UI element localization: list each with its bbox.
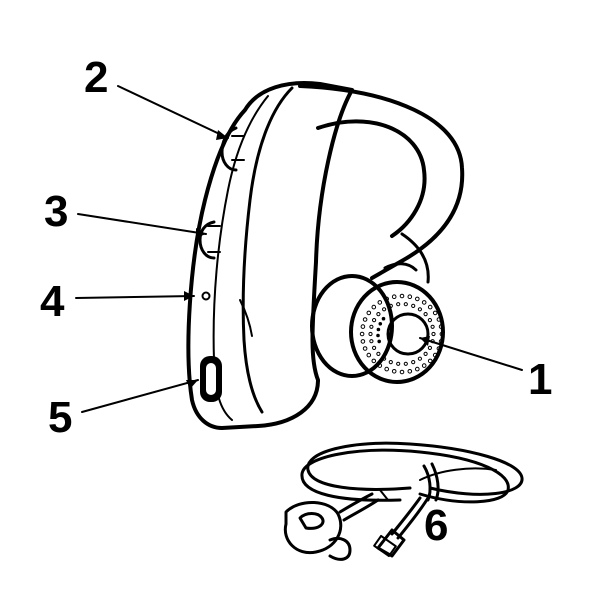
grille-dot: [388, 303, 393, 308]
indicator-light: [201, 291, 211, 301]
grille-dot-filled: [377, 339, 382, 344]
callout-3: 3: [44, 187, 68, 236]
grille-dot: [371, 304, 377, 310]
grille-dot: [377, 363, 383, 368]
grille-dot: [427, 304, 433, 310]
grille-dot: [388, 360, 393, 365]
charging-cable: [300, 441, 524, 558]
grille-dot: [436, 317, 442, 322]
grille-dot: [427, 318, 432, 323]
speaker-grille-dots: [359, 293, 445, 375]
grille-dot: [362, 317, 368, 322]
grille-dot: [421, 363, 427, 368]
grille-dot: [417, 356, 422, 361]
callout-6: 6: [424, 501, 448, 550]
grille-dot: [372, 318, 377, 323]
grille-dot: [396, 361, 401, 366]
grille-dot: [423, 312, 428, 317]
grille-dot: [421, 300, 427, 305]
ear-hook: [298, 84, 465, 284]
grille-dot-filled: [378, 322, 383, 326]
leader-4: [75, 295, 195, 299]
grille-dot: [431, 331, 436, 337]
grille-dot: [407, 294, 413, 300]
callout-2: 2: [84, 53, 108, 102]
grille-dot: [362, 346, 368, 351]
leader-lines: [75, 85, 523, 413]
grille-dot-filled: [376, 327, 381, 332]
volume-button: [220, 126, 245, 172]
grille-dot: [403, 361, 408, 366]
grille-dot: [432, 352, 438, 358]
grille-dot: [372, 345, 377, 350]
grille-dot: [399, 293, 405, 299]
grille-dot: [438, 339, 444, 344]
leader-2: [117, 85, 229, 139]
grille-dot: [439, 331, 445, 337]
grille-dot-filled: [381, 316, 386, 321]
grille-dot: [430, 324, 435, 329]
grille-dot: [407, 369, 413, 374]
callout-4: 4: [40, 277, 65, 326]
grille-dot: [403, 302, 408, 307]
grille-dot: [377, 300, 383, 305]
grille-dot: [396, 302, 401, 307]
grille-dot: [415, 366, 420, 372]
leader-1: [419, 337, 523, 371]
grille-dot: [423, 351, 428, 356]
grille-dot: [360, 324, 366, 329]
leader-5: [81, 379, 199, 413]
grille-dot: [366, 352, 372, 358]
callout-1: 1: [528, 355, 552, 404]
grille-dot: [411, 303, 416, 308]
grille-dot: [369, 324, 374, 329]
speaker-earbud: [310, 274, 445, 384]
grille-dot: [415, 296, 420, 302]
grille-dot: [360, 339, 366, 344]
grille-dot: [382, 307, 387, 312]
grille-dot: [427, 345, 432, 350]
grille-dot: [369, 339, 374, 344]
grille-dot: [359, 331, 365, 337]
grille-dot-filled: [376, 333, 380, 338]
grille-dot: [368, 331, 373, 337]
charging-port: [200, 356, 222, 402]
grille-dot: [427, 358, 433, 364]
leader-3: [77, 213, 207, 235]
grille-dot: [438, 324, 444, 329]
grille-dot: [376, 351, 381, 356]
grille-dot: [382, 356, 387, 361]
grille-dot: [391, 294, 397, 300]
grille-dot: [371, 358, 377, 364]
grille-dot: [399, 369, 405, 375]
callout-5: 5: [48, 393, 72, 442]
wired-earbud: [283, 500, 352, 561]
grille-dot: [391, 369, 397, 374]
call-button: [198, 220, 221, 260]
grille-dot: [417, 307, 422, 312]
grille-dot: [411, 360, 416, 365]
grille-dot: [366, 310, 372, 316]
grille-dot: [436, 346, 442, 351]
grille-dot: [376, 312, 381, 317]
grille-dot: [384, 296, 390, 302]
grille-dot: [432, 310, 438, 316]
grille-dot: [384, 366, 390, 372]
